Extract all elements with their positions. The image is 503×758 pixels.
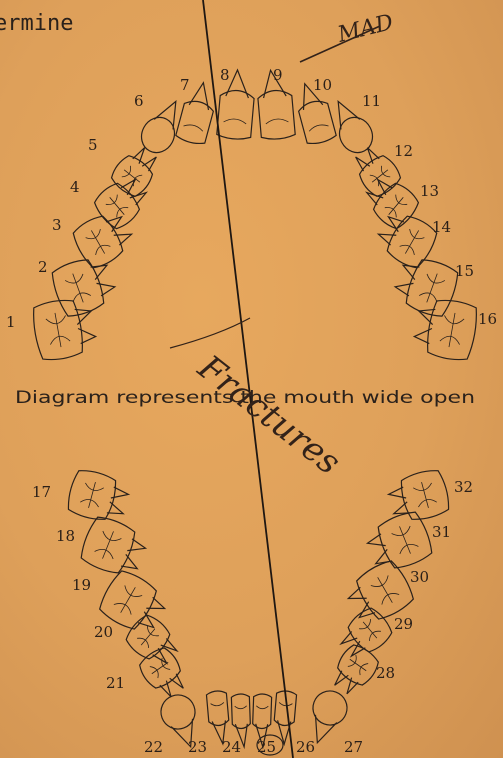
tooth-number-22: 22 (144, 738, 163, 756)
lower-dental-arch (65, 467, 452, 752)
upper-dental-arch (30, 69, 479, 363)
tooth-number-15: 15 (455, 262, 474, 280)
tooth-outline (69, 206, 138, 272)
tooth-number-5: 5 (88, 136, 98, 154)
svg-text:Fractures: Fractures (190, 347, 348, 483)
tooth-number-23: 23 (188, 738, 207, 756)
tooth-number-27: 27 (344, 738, 363, 756)
header-text: ermine (0, 11, 73, 36)
handwritten-mad: MAD (300, 10, 396, 62)
tooth-number-13: 13 (420, 182, 439, 200)
tooth-number-31: 31 (432, 523, 451, 541)
tooth-number-24: 24 (222, 738, 241, 756)
tooth-number-21: 21 (106, 674, 125, 692)
tooth-outline (136, 644, 192, 703)
tooth-number-1: 1 (6, 313, 16, 331)
tooth-outline (90, 171, 153, 233)
tooth-number-11: 11 (362, 92, 381, 110)
tooth-number-16: 16 (478, 310, 497, 328)
tooth-number-4: 4 (70, 178, 80, 196)
tooth-outline (77, 513, 150, 581)
tooth-number-20: 20 (94, 623, 113, 641)
tooth-outline (359, 171, 422, 233)
tooth-number-28: 28 (376, 664, 395, 682)
tooth-outline (107, 141, 164, 200)
tooth-number-26: 26 (296, 738, 315, 756)
tooth-number-29: 29 (394, 615, 413, 633)
tooth-number-14: 14 (432, 218, 451, 236)
tooth-number-7: 7 (180, 76, 190, 94)
tooth-number-6: 6 (134, 92, 144, 110)
tooth-number-17: 17 (32, 483, 51, 501)
tooth-number-9: 9 (273, 66, 283, 84)
tooth-number-32: 32 (454, 478, 473, 496)
tooth-number-19: 19 (72, 576, 91, 594)
tooth-outline (372, 206, 441, 272)
tooth-number-3: 3 (52, 216, 62, 234)
tooth-number-2: 2 (38, 258, 48, 276)
tooth-outline (412, 295, 480, 362)
tooth-number-18: 18 (56, 527, 75, 545)
tooth-outline (122, 611, 184, 672)
tooth-number-25: 25 (257, 738, 276, 756)
tooth-outline (206, 690, 231, 745)
tooth-number-8: 8 (220, 66, 230, 84)
tooth-number-10: 10 (313, 76, 332, 94)
tooth-number-12: 12 (394, 142, 413, 160)
tooth-number-30: 30 (410, 568, 429, 586)
tooth-outline (30, 295, 98, 362)
